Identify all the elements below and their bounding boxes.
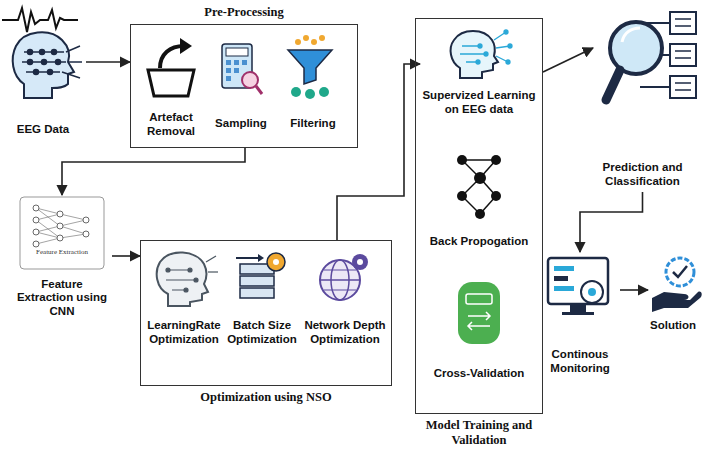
flow-arrow — [543, 48, 593, 72]
stage-box: Model Training and ValidationSupervized … — [415, 18, 543, 414]
output-node: Prediction and Classification — [585, 4, 700, 190]
node-label: Artefact Removal — [137, 111, 205, 140]
feature-extraction-thumbnail — [20, 197, 104, 269]
process-step: Sampling — [210, 32, 272, 132]
stage-heading: Pre-Processing — [125, 5, 363, 20]
process-step: Batch Size Optimization — [226, 248, 298, 348]
node-label: Network Depth Optimization — [304, 319, 386, 348]
node-label: Cross-Validation — [434, 367, 525, 382]
process-step: Filtering — [278, 32, 348, 132]
brain-icon — [157, 252, 218, 306]
process-step: Cross-Validation — [420, 272, 538, 382]
output-node: Solution — [645, 252, 701, 334]
stage-box: Pre-ProcessingArtefact RemovalSamplingFi… — [130, 24, 358, 148]
node-label: LearningRate Optimization — [146, 319, 222, 348]
node-label: Supervized Learning on EEG data — [420, 89, 538, 118]
magnifier-icon — [606, 12, 696, 100]
flow-arrow — [112, 255, 140, 257]
process-step: Back Propogation — [420, 140, 538, 250]
flow-arrow — [86, 61, 130, 63]
sampling-icon — [222, 44, 262, 94]
server-stack-icon — [236, 253, 285, 298]
flow-arrow — [620, 289, 648, 291]
node-label: Prediction and Classification — [585, 161, 700, 190]
node-label: Solution — [650, 319, 696, 334]
node-label: Back Propogation — [430, 235, 528, 250]
solution-icon — [652, 258, 702, 312]
input-node: EEG Data — [2, 8, 84, 138]
node-label: EEG Data — [17, 123, 69, 138]
stage-heading: Model Training and Validation — [410, 418, 548, 448]
funnel-icon — [288, 35, 332, 99]
process-step: LearningRate Optimization — [146, 248, 222, 348]
flow-arrow — [580, 192, 643, 252]
eeg-head-icon — [2, 8, 82, 98]
stage-box: Optimization using NSOLearningRate Optim… — [140, 240, 392, 386]
node-label: Sampling — [215, 117, 267, 132]
basket-icon — [148, 38, 194, 96]
node-label: Filtering — [290, 117, 335, 132]
process-step: Supervized Learning on EEG data — [420, 24, 538, 118]
feature-node: Feature ExtractionFeature Extraction usi… — [12, 195, 112, 320]
output-node: Continous Monitoring — [540, 252, 620, 377]
flow-arrow — [62, 148, 245, 195]
process-step: Network Depth Optimization — [304, 248, 386, 348]
ai-head-icon — [451, 30, 512, 78]
network-icon — [457, 155, 501, 219]
process-step: Artefact Removal — [137, 32, 205, 140]
globe-icon — [320, 254, 368, 300]
stage-heading: Optimization using NSO — [135, 390, 397, 405]
thumbnail-caption: Feature Extraction — [12, 249, 112, 257]
node-label: Continous Monitoring — [540, 348, 620, 377]
cross-validation-icon — [458, 282, 500, 344]
flow-arrow — [337, 64, 420, 240]
node-label: Batch Size Optimization — [226, 319, 298, 348]
node-label: Feature Extraction using CNN — [12, 278, 112, 320]
monitor-icon — [548, 258, 608, 315]
